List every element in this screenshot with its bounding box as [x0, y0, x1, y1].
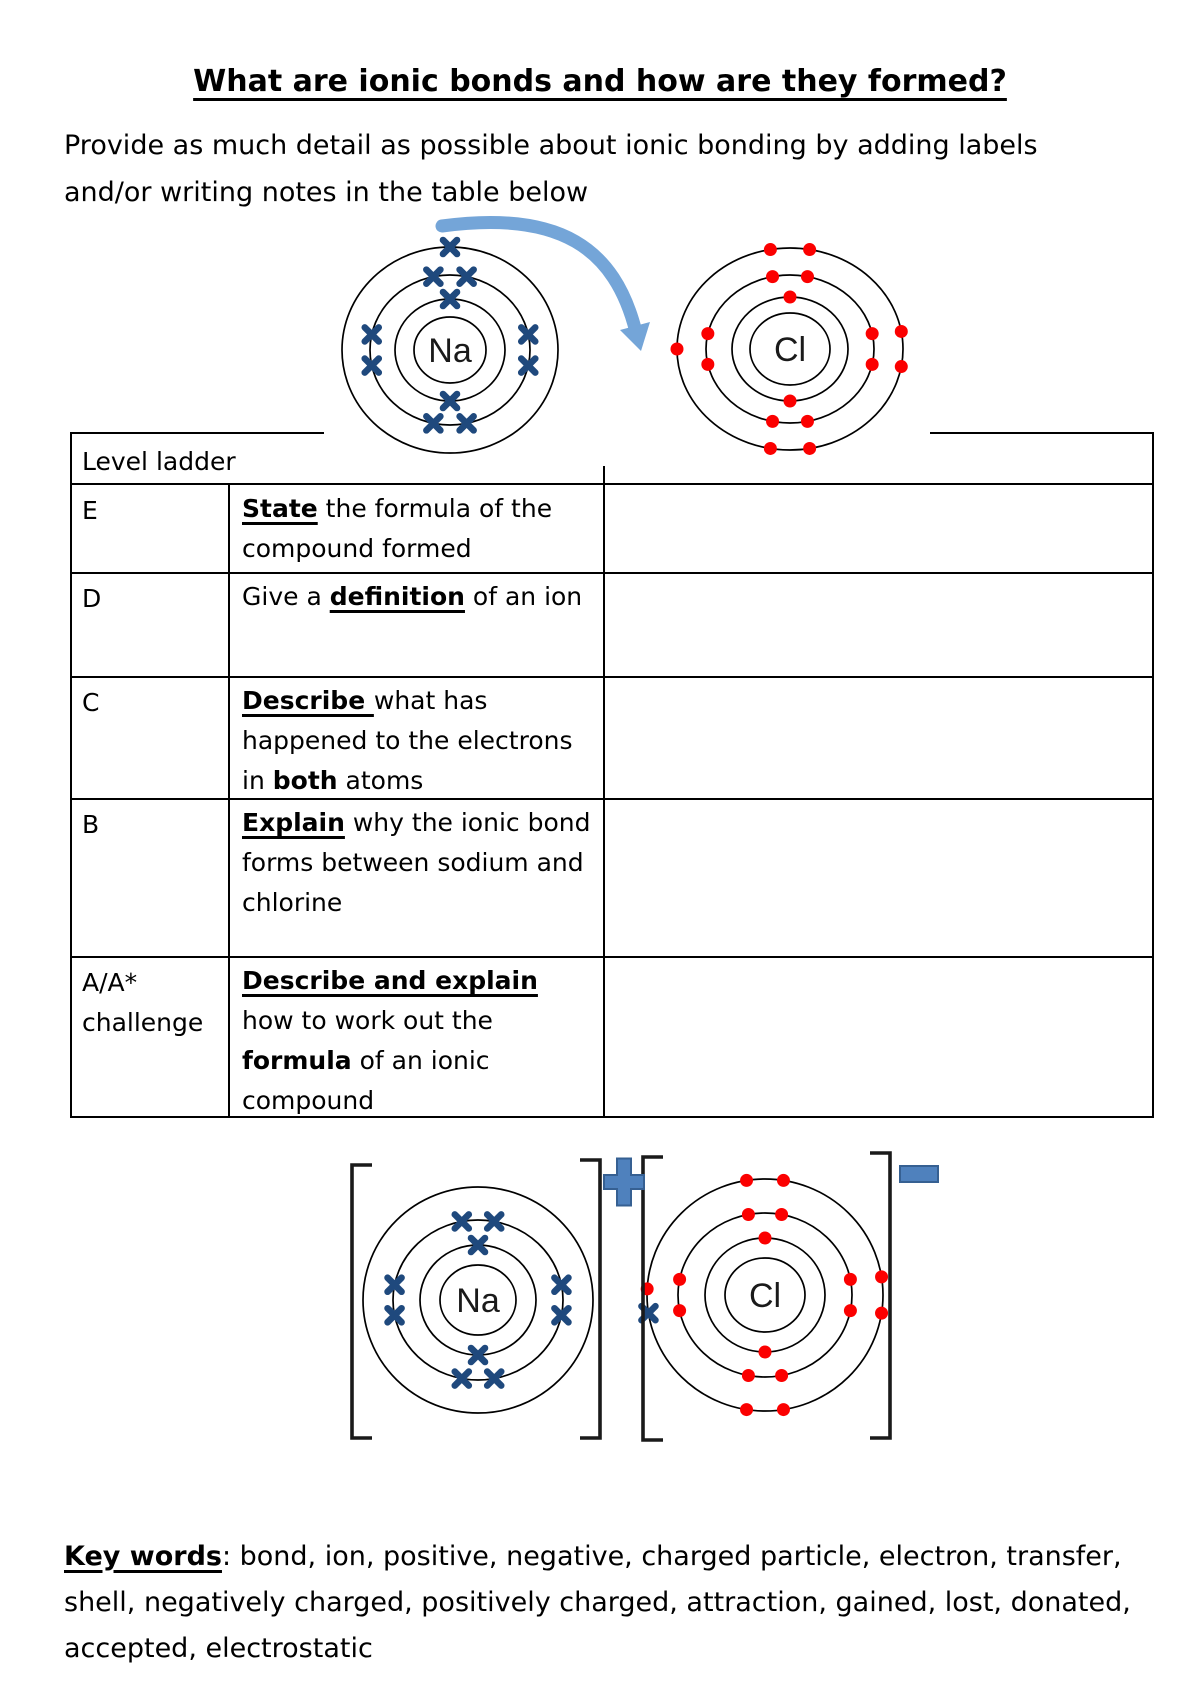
electron-cross-icon	[456, 413, 477, 434]
sodium-atom: Na	[341, 236, 559, 454]
electron-dot-icon	[740, 1173, 754, 1187]
electron-dot-icon	[758, 1345, 772, 1359]
left-bracket-chloride	[641, 1155, 663, 1442]
electron-cross-icon	[361, 355, 383, 376]
electron-dot-icon	[763, 243, 777, 257]
sodium-ion: Na	[362, 1186, 594, 1414]
page-title: What are ionic bonds and how are they fo…	[193, 64, 1007, 99]
atom-label: Cl	[749, 1277, 781, 1315]
electron-dot-icon	[758, 1231, 772, 1245]
electron-dot-icon	[673, 1272, 687, 1286]
electron-cross-icon	[483, 1211, 505, 1232]
level-ladder-table: Level ladder E D C B A/A* challenge Stat…	[70, 432, 1154, 1118]
minus-charge-icon	[899, 1165, 939, 1183]
electron-dot-icon	[741, 1208, 755, 1222]
row-divider	[72, 798, 1152, 800]
electron-dot-icon	[800, 270, 814, 284]
ionic-bond-transfer-diagram: Na Cl	[324, 210, 930, 466]
electron-cross-icon	[551, 1274, 572, 1296]
electron-dot-icon	[775, 1208, 789, 1222]
electron-dot-icon	[740, 1403, 754, 1417]
electron-cross-icon	[439, 236, 461, 258]
column-divider	[603, 460, 605, 1116]
level-cell-a: A/A* challenge	[82, 968, 204, 1037]
left-bracket-sodium	[350, 1163, 372, 1440]
atom-label: Cl	[774, 331, 806, 369]
electron-dot-icon	[673, 1304, 687, 1318]
ion-product-diagram: Na Cl	[350, 1151, 939, 1442]
column-divider	[228, 483, 230, 1116]
right-bracket-chloride	[870, 1151, 892, 1440]
answer-cell-d[interactable]	[607, 572, 1147, 676]
task-cell-b: Explain why the ionic bond forms between…	[242, 808, 591, 917]
task-cell-a: Describe and explain how to work out the…	[242, 966, 538, 1115]
task-cell-e: State the formula of the compound formed	[242, 494, 553, 563]
electron-dot-icon	[701, 327, 715, 341]
electron-cross-icon	[451, 1368, 473, 1389]
chloride-ion: Cl	[638, 1173, 889, 1417]
electron-dot-icon	[775, 1368, 789, 1382]
electron-dot-icon	[783, 290, 797, 304]
level-cell-c: C	[82, 688, 100, 717]
electron-cross-icon	[451, 1211, 473, 1232]
electron-dot-icon	[783, 394, 797, 408]
intro-text: Provide as much detail as possible about…	[64, 130, 1038, 208]
answer-cell-c[interactable]	[607, 676, 1147, 798]
task-cell-c: Describe what has happened to the electr…	[242, 686, 573, 795]
electron-cross-icon	[439, 288, 461, 310]
electron-dot-icon	[701, 357, 715, 371]
atom-label: Na	[428, 332, 472, 370]
electron-cross-icon	[423, 266, 444, 287]
electron-cross-icon	[467, 1234, 489, 1256]
electron-cross-icon	[361, 324, 383, 345]
chlorine-atom: Cl	[670, 243, 908, 455]
electron-dot-icon	[843, 1272, 857, 1286]
level-cell-d: D	[82, 584, 102, 613]
electron-transfer-arrow-icon	[435, 216, 650, 351]
plus-charge-icon	[603, 1157, 645, 1207]
electron-dot-icon	[670, 342, 684, 356]
electron-cross-icon	[456, 266, 477, 287]
electron-dot-icon	[766, 270, 780, 284]
electron-cross-icon	[423, 413, 444, 434]
answer-cell-a[interactable]	[607, 956, 1147, 1114]
electron-cross-icon	[517, 324, 539, 345]
row-divider	[72, 483, 1152, 485]
electron-cross-icon	[384, 1304, 405, 1326]
answer-cell-e[interactable]	[607, 483, 1147, 572]
row-divider	[72, 956, 1152, 958]
electron-dot-icon	[741, 1368, 755, 1382]
electron-cross-icon	[439, 390, 461, 412]
electron-cross-icon	[467, 1344, 489, 1366]
keywords-text: Key words: bond, ion, positive, negative…	[64, 1541, 1131, 1664]
table-header: Level ladder	[82, 447, 236, 476]
electron-dot-icon	[776, 1403, 790, 1417]
electron-cross-icon	[517, 355, 539, 376]
atom-label: Na	[456, 1282, 500, 1320]
electron-dot-icon	[875, 1306, 889, 1320]
right-bracket-sodium	[580, 1158, 602, 1440]
row-divider	[72, 572, 1152, 574]
electron-dot-icon	[894, 324, 908, 338]
electron-cross-icon	[483, 1368, 505, 1389]
electron-dot-icon	[865, 327, 879, 341]
electron-dot-icon	[800, 414, 814, 428]
task-cell-d: Give a definition of an ion	[242, 582, 583, 611]
electron-dot-icon	[766, 414, 780, 428]
electron-cross-icon	[551, 1304, 572, 1326]
electron-dot-icon	[803, 441, 817, 455]
electron-dot-icon	[803, 243, 817, 257]
electron-dot-icon	[875, 1270, 889, 1284]
electron-dot-icon	[894, 360, 908, 374]
answer-cell-b[interactable]	[607, 798, 1147, 956]
level-cell-e: E	[82, 496, 98, 525]
row-divider	[72, 676, 1152, 678]
electron-dot-icon	[763, 441, 777, 455]
level-cell-b: B	[82, 810, 100, 839]
electron-dot-icon	[865, 357, 879, 371]
electron-cross-icon	[384, 1274, 405, 1296]
electron-dot-icon	[843, 1304, 857, 1318]
electron-dot-icon	[776, 1173, 790, 1187]
